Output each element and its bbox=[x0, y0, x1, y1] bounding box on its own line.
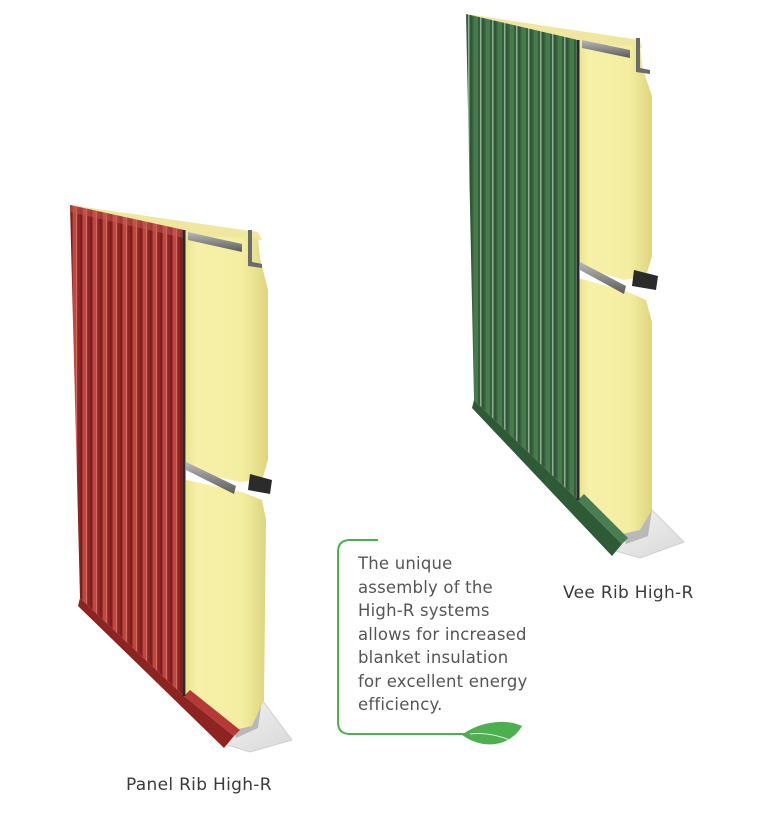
callout-line: High-R systems bbox=[358, 601, 490, 620]
leaf-icon bbox=[462, 721, 522, 745]
girt-rail-mid bbox=[186, 462, 236, 494]
vee-rib-illustration bbox=[466, 14, 685, 559]
callout-line: allows for increased bbox=[358, 624, 527, 644]
insulation-panel-upper bbox=[184, 236, 268, 482]
insulation-panel-lower bbox=[578, 278, 652, 534]
insulation-panel-lower bbox=[186, 480, 266, 730]
girt-rail-top bbox=[582, 40, 630, 58]
callout-bracket bbox=[337, 539, 522, 745]
callout-line: The unique bbox=[358, 554, 453, 573]
callout-text: The unique assembly of the High-R system… bbox=[358, 552, 558, 717]
base-flashing bbox=[78, 598, 234, 748]
girt-rail-mid bbox=[580, 262, 626, 294]
callout-line: for excellent energy bbox=[358, 671, 528, 691]
base-flashing bbox=[472, 400, 622, 556]
cladding-sheet bbox=[70, 205, 184, 696]
cladding-sheet bbox=[466, 14, 578, 500]
panel-rib-label: Panel Rib High-R bbox=[126, 775, 272, 795]
vee-rib-label: Vee Rib High-R bbox=[563, 583, 694, 603]
insulation-panel-upper bbox=[578, 44, 652, 280]
panel-rib-illustration bbox=[70, 205, 293, 753]
girt-rail-top bbox=[188, 232, 242, 252]
callout-line: efficiency. bbox=[358, 695, 443, 714]
callout-line: blanket insulation bbox=[358, 648, 509, 667]
callout-line: assembly of the bbox=[358, 577, 493, 597]
